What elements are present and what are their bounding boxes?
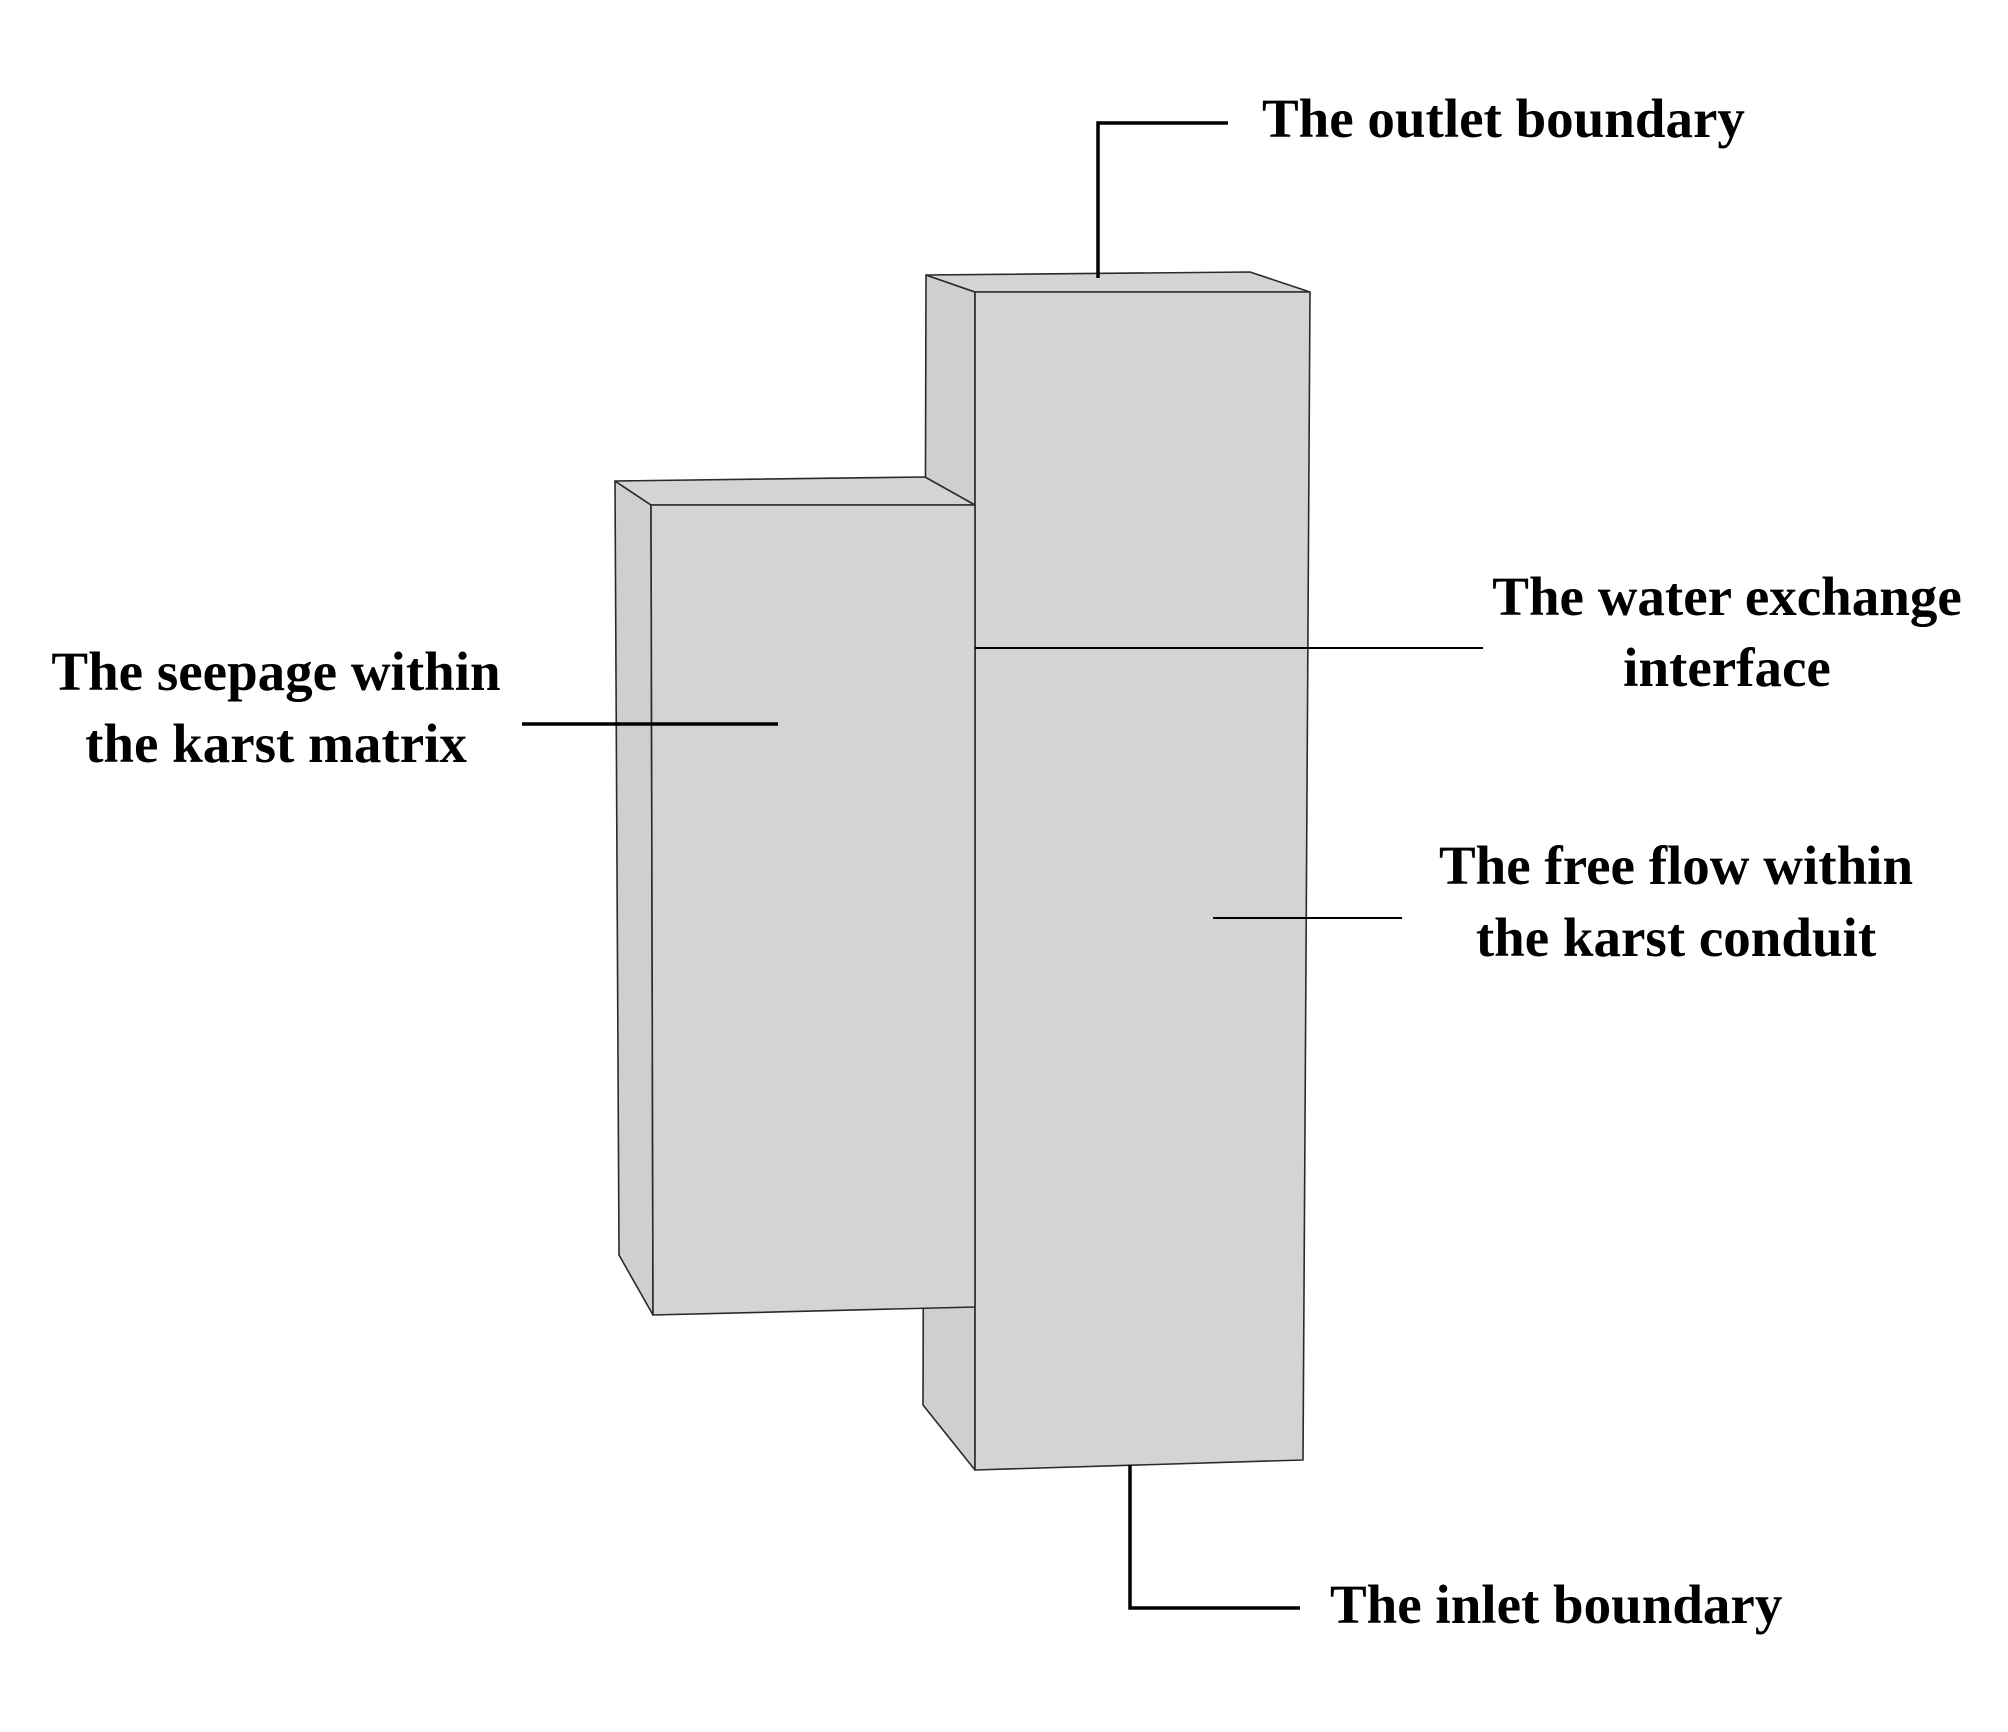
karst-matrix-block [614, 476, 976, 1316]
seepage-label-line1: The seepage within [51, 641, 500, 702]
conduit-top-face [925, 271, 1311, 293]
seepage-label-line2: the karst matrix [85, 713, 467, 774]
karst-conduit-block [922, 271, 1311, 1471]
matrix-side-face [614, 480, 654, 1316]
free-flow-label-line2: the karst conduit [1476, 907, 1877, 968]
matrix-top-face [614, 476, 976, 506]
water-exchange-label-line2: interface [1623, 637, 1831, 698]
outlet-boundary-label: The outlet boundary [1262, 88, 1745, 149]
outlet-leader-line [1096, 121, 1228, 278]
conduit-front-face [974, 291, 1311, 1471]
free-flow-label-line1: The free flow within [1439, 835, 1913, 896]
water-exchange-label-line1: The water exchange [1492, 566, 1961, 627]
inlet-boundary-label: The inlet boundary [1330, 1574, 1782, 1635]
inlet-leader-line [1128, 1465, 1300, 1610]
matrix-front-face [650, 504, 976, 1316]
